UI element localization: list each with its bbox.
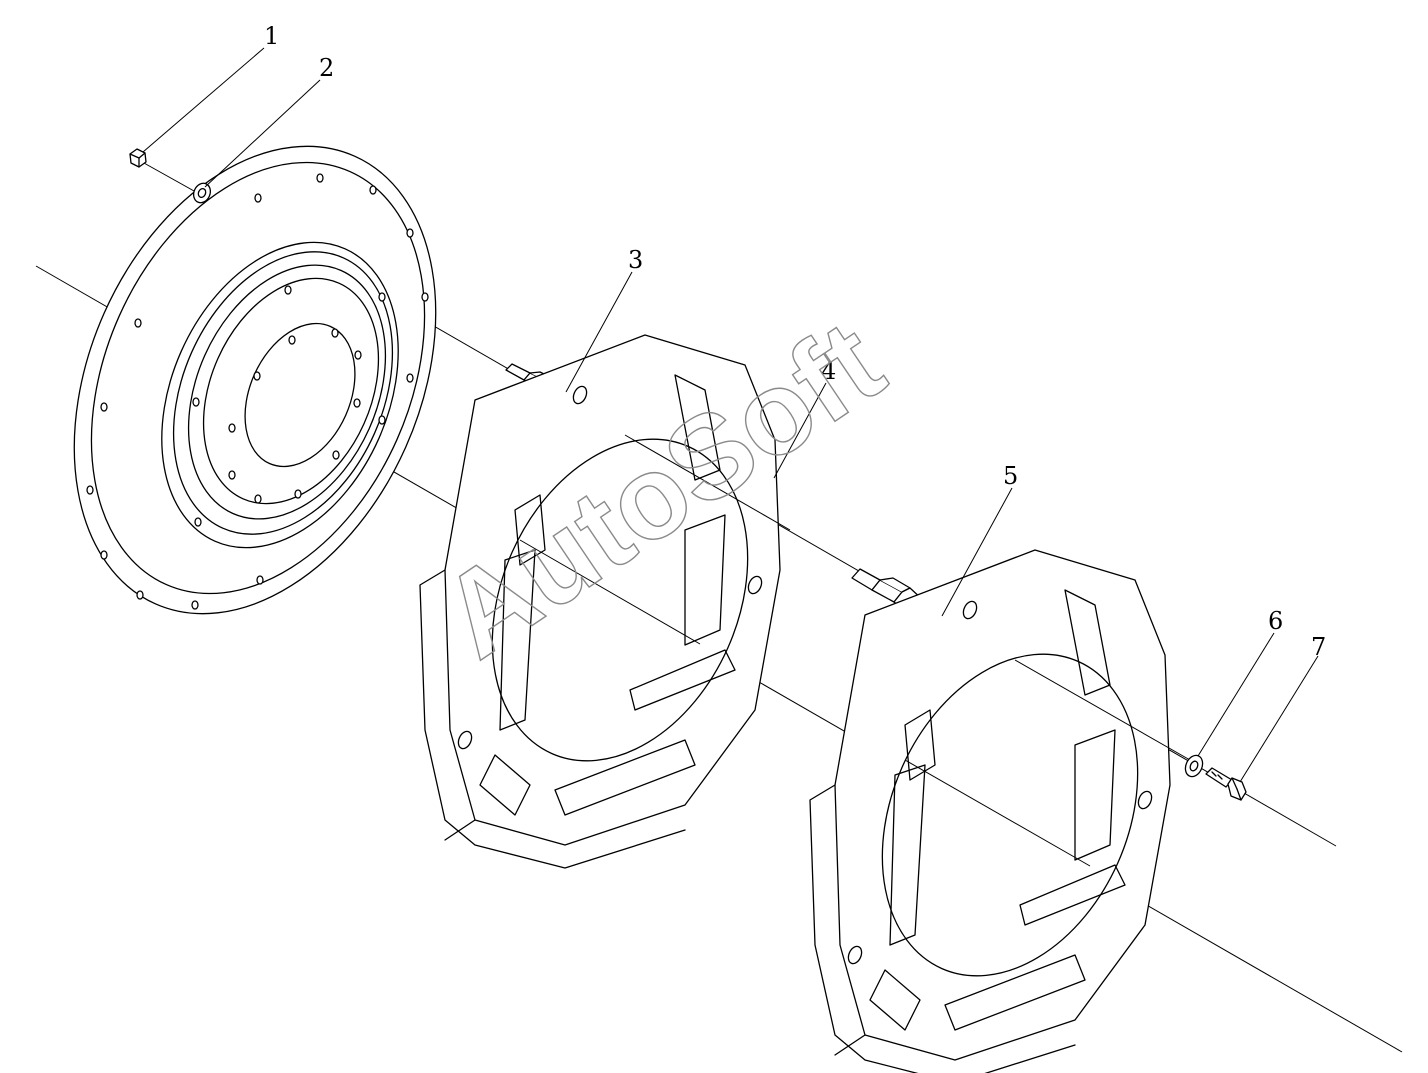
- leader-lines: [142, 47, 1319, 783]
- callout-7: 7: [1311, 633, 1326, 661]
- flange-plate: [73, 145, 437, 615]
- part-1-nut: [129, 148, 147, 168]
- part-4-ring-rear: [809, 549, 1187, 1073]
- callout-6: 6: [1268, 607, 1283, 635]
- callout-3: 3: [628, 246, 643, 274]
- flange-holes: [86, 173, 429, 610]
- callout-2: 2: [319, 54, 334, 82]
- callout-5: 5: [1003, 462, 1018, 490]
- callout-1: 1: [264, 22, 279, 50]
- part-6-washer: [1184, 754, 1204, 778]
- part-7-bolt: [1205, 767, 1247, 801]
- callout-4: 4: [821, 357, 836, 385]
- part-2-washer: [192, 182, 212, 204]
